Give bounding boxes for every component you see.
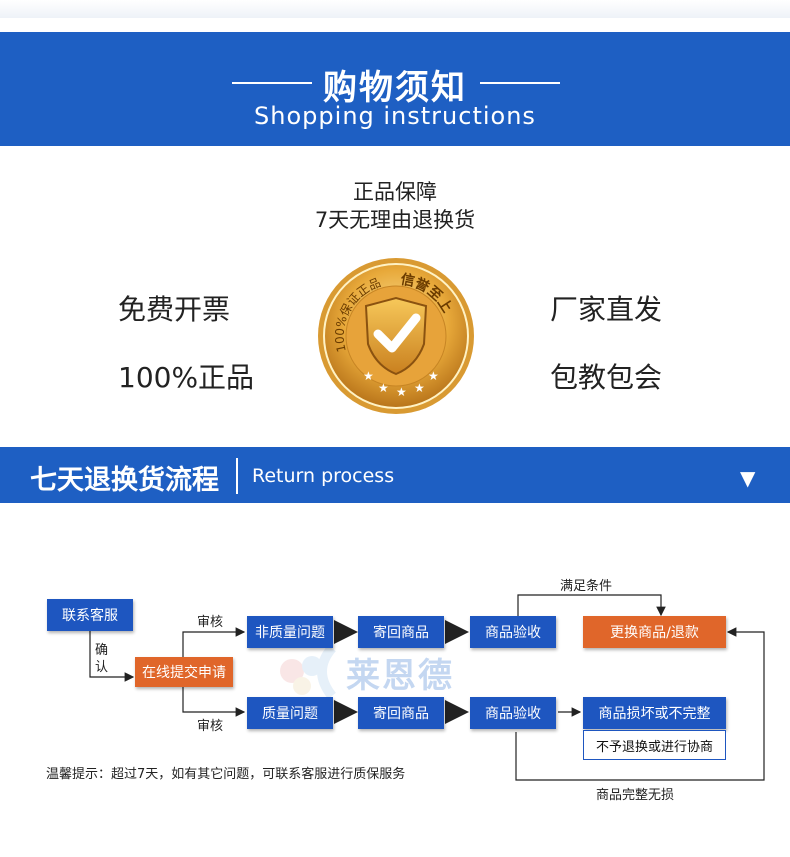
header-banner — [0, 32, 790, 146]
quality-issue-box: 质量问题 — [247, 697, 333, 729]
feature-genuine: 100%正品 — [118, 361, 255, 394]
guarantee-badge-icon: 100%保证正品 信誉至上 ★ ★ ★ ★ ★ — [318, 258, 474, 414]
svg-text:★: ★ — [396, 385, 407, 399]
confirm-label-1: 确 — [95, 643, 109, 658]
guarantee-line-2: 7天无理由退换货 — [314, 208, 476, 232]
review-label-bottom: 审核 — [197, 719, 224, 734]
review-label-top: 审核 — [197, 615, 224, 630]
feature-teach: 包教包会 — [550, 361, 663, 394]
title-line-left — [232, 82, 312, 84]
watermark-text: 莱恩德 — [346, 656, 454, 696]
non-quality-issue-box: 非质量问题 — [247, 616, 333, 648]
inspection-box-2: 商品验收 — [470, 697, 556, 729]
page-subtitle: Shopping instructions — [254, 102, 536, 130]
damaged-goods-box: 商品损坏或不完整 — [583, 697, 726, 729]
expand-arrow-icon[interactable]: ▼ — [740, 466, 756, 490]
confirm-label-2: 认 — [95, 660, 109, 675]
process-title: 七天退换货流程 — [30, 465, 219, 496]
exchange-refund-box: 更换商品/退款 — [583, 616, 726, 648]
send-back-box-2: 寄回商品 — [358, 697, 444, 729]
title-line-right — [480, 82, 560, 84]
contact-support-box: 联系客服 — [47, 599, 133, 631]
svg-text:★: ★ — [414, 381, 425, 395]
page-title: 购物须知 — [323, 68, 467, 108]
guarantee-line-1: 正品保障 — [353, 180, 437, 204]
send-back-box-1: 寄回商品 — [358, 616, 444, 648]
no-return-box: 不予退换或进行协商 — [583, 730, 726, 760]
submit-application-box: 在线提交申请 — [135, 657, 233, 687]
process-banner — [0, 447, 790, 503]
condition-met-label: 满足条件 — [560, 579, 613, 594]
svg-text:★: ★ — [378, 381, 389, 395]
top-strip — [0, 0, 790, 18]
feature-invoice: 免费开票 — [118, 293, 231, 326]
intact-label: 商品完整无损 — [596, 788, 675, 803]
feature-direct-ship: 厂家直发 — [550, 293, 663, 326]
process-subtitle: Return process — [252, 465, 395, 487]
process-divider — [236, 458, 238, 494]
svg-text:★: ★ — [363, 369, 374, 383]
watermark-logo-icon — [280, 644, 337, 700]
notice-text: 温馨提示：超过7天，如有其它问题，可联系客服进行质保服务 — [46, 767, 406, 782]
svg-text:★: ★ — [428, 369, 439, 383]
inspection-box-1: 商品验收 — [470, 616, 556, 648]
